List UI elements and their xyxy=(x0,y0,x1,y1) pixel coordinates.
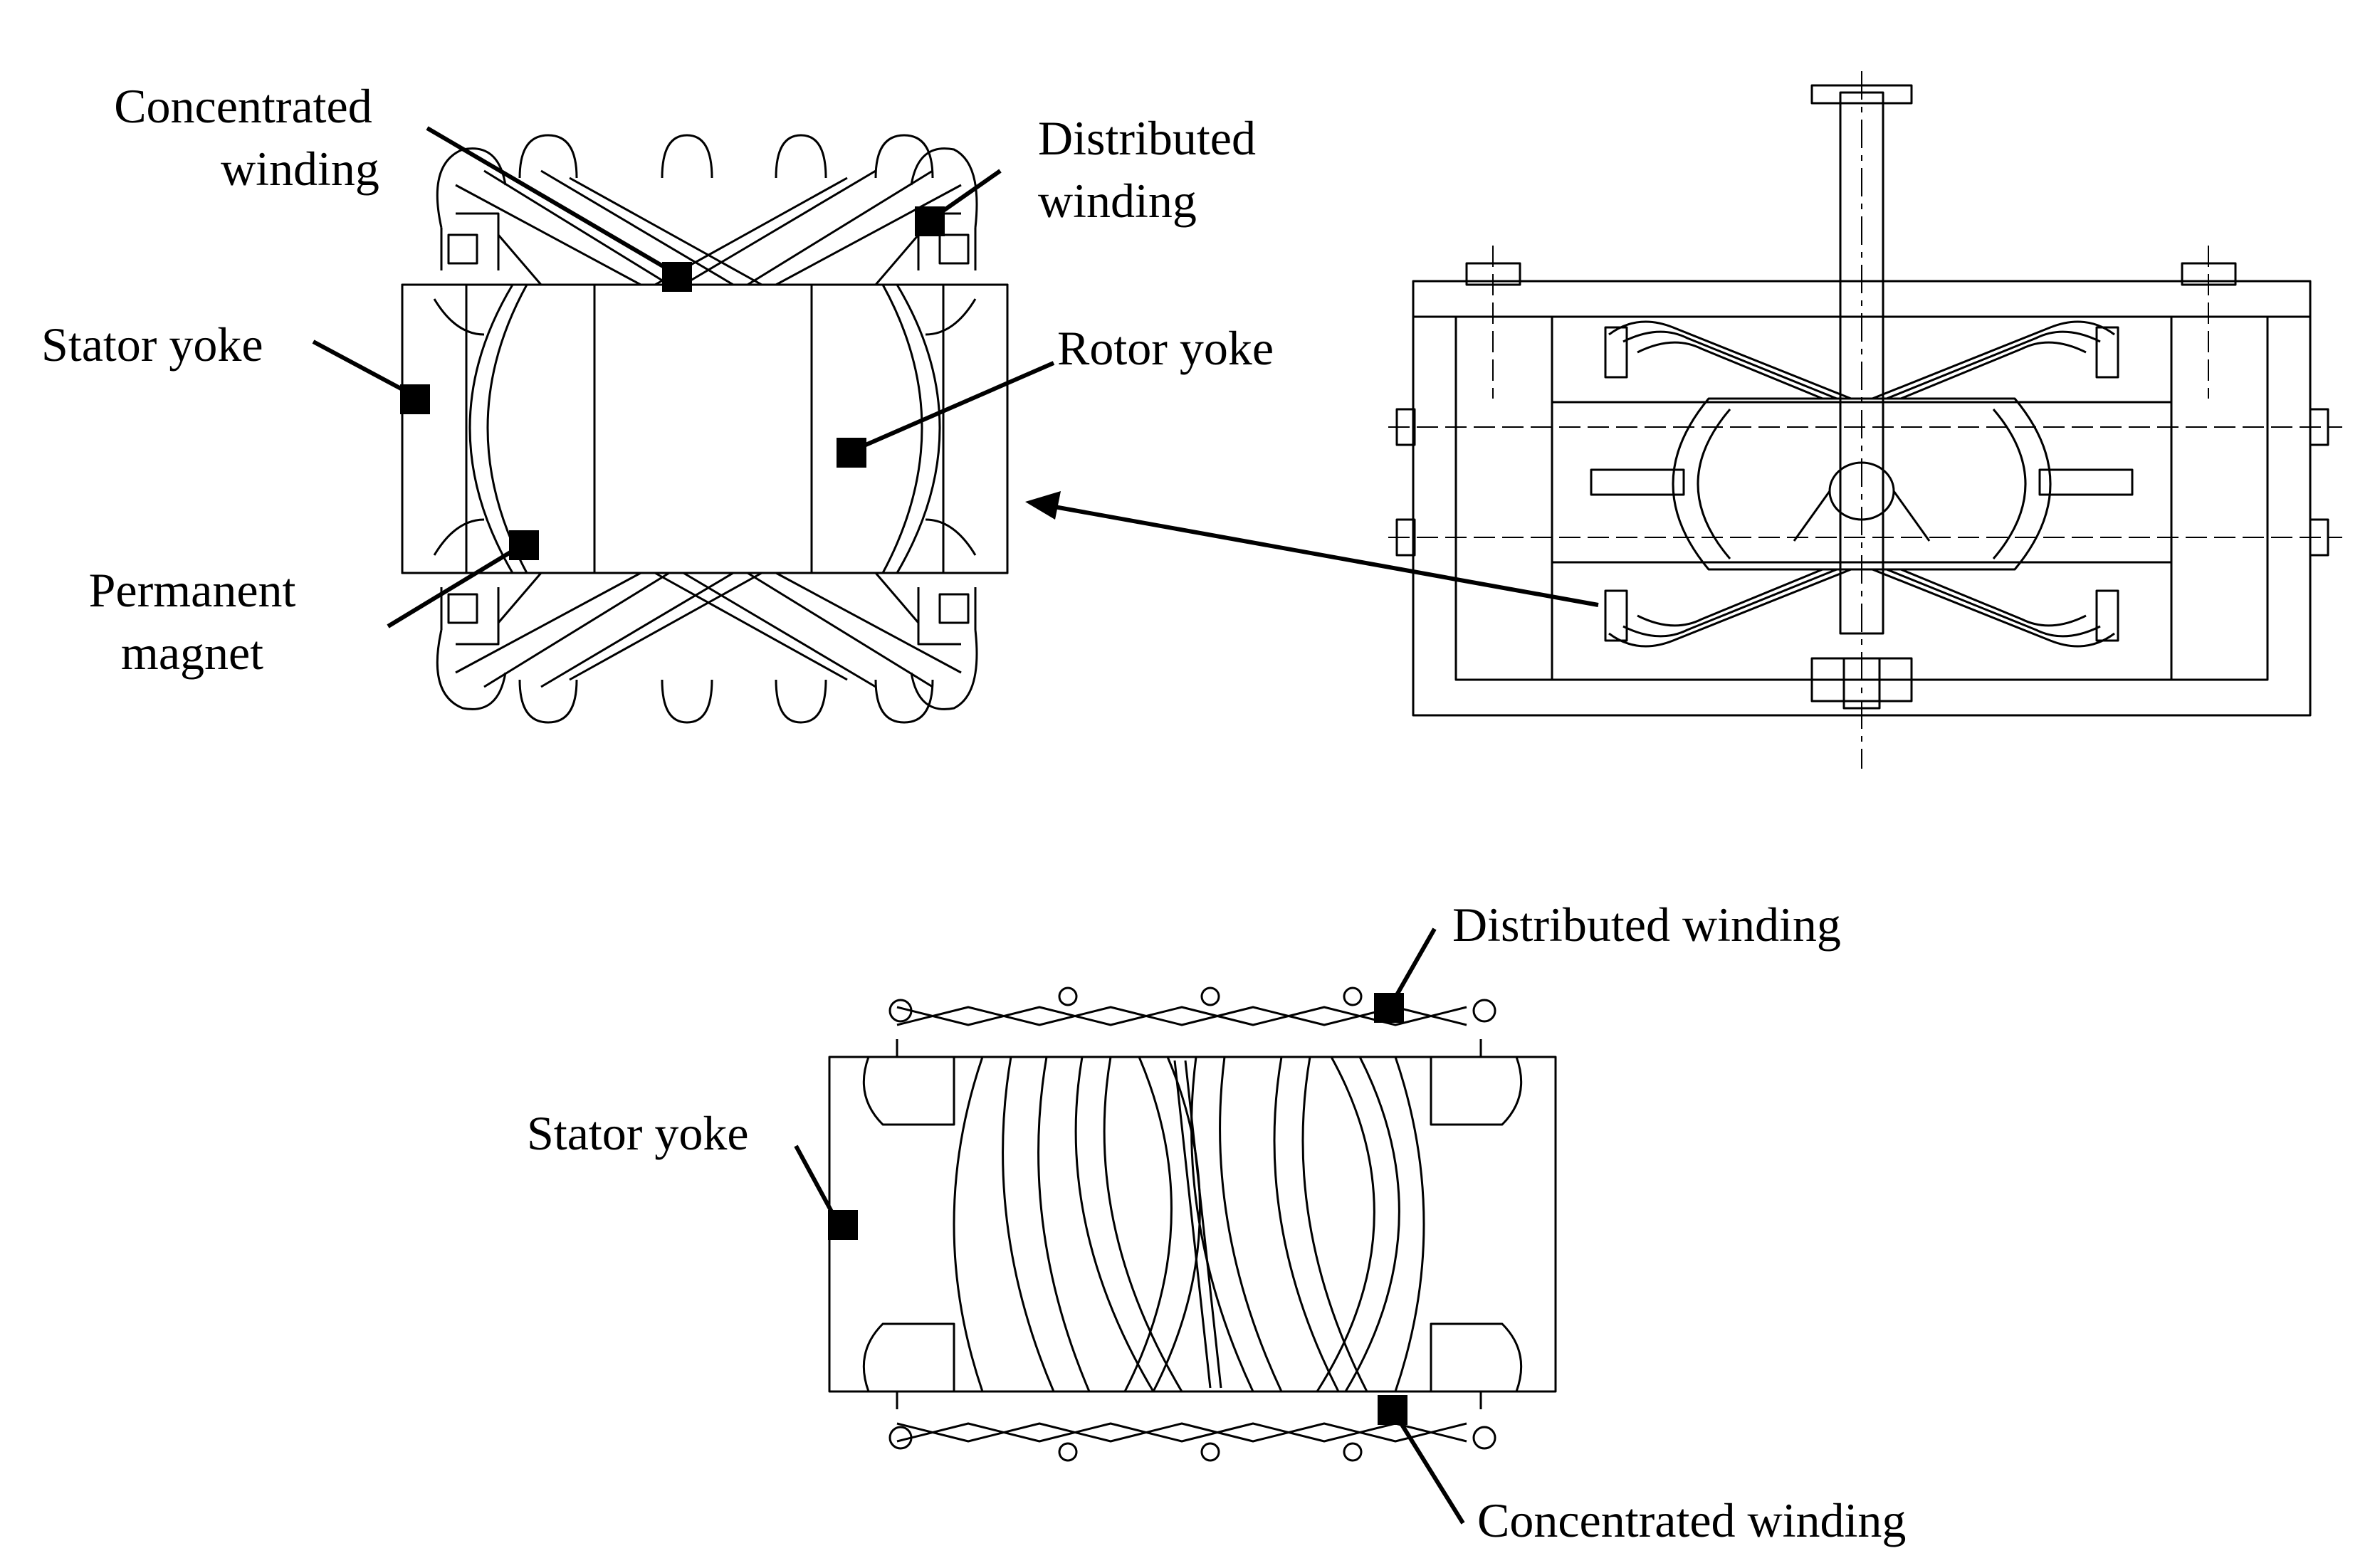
marker-distributed-winding xyxy=(915,206,945,236)
label-distributed-winding-line1: Distributed xyxy=(1038,111,1256,165)
skewed-winding-bands xyxy=(1002,1056,1400,1392)
leader-bottom-concentrated-winding xyxy=(1397,1419,1465,1525)
label-stator-yoke-text: Stator yoke xyxy=(41,317,263,372)
bottom-bottom-lattice-a xyxy=(896,1422,1467,1443)
leader-rotor-yoke xyxy=(853,361,1055,452)
label-bottom-concentrated-winding: Concentrated winding xyxy=(1477,1489,1906,1552)
marker-concentrated-winding xyxy=(662,262,692,292)
bottom-leaders xyxy=(794,927,1465,1525)
marker-rotor-yoke xyxy=(837,438,866,468)
rotor-right-arc xyxy=(896,284,941,574)
label-permanent-magnet: Permanent magnet xyxy=(68,559,317,684)
marker-bottom-distributed-winding xyxy=(1374,993,1404,1023)
marker-bottom-concentrated-winding xyxy=(1378,1395,1407,1425)
label-rotor-yoke: Rotor yoke xyxy=(1057,317,1274,379)
top-winding-lattice xyxy=(436,134,978,286)
assembly-arrow xyxy=(1025,491,1599,607)
label-rotor-yoke-text: Rotor yoke xyxy=(1057,321,1274,375)
marker-stator-yoke xyxy=(400,384,430,414)
label-concentrated-winding-line1: Concentrated xyxy=(114,79,372,133)
marker-permanent-magnet xyxy=(509,530,539,560)
label-concentrated-winding-line2: winding xyxy=(221,142,379,196)
motor-side-view xyxy=(828,986,1557,1462)
label-bottom-concentrated-winding-text: Concentrated winding xyxy=(1477,1493,1907,1547)
bottom-winding-lattice xyxy=(436,572,978,724)
bottom-top-lattice-b xyxy=(896,1006,1467,1026)
label-bottom-stator-yoke: Stator yoke xyxy=(527,1102,749,1164)
label-bottom-distributed-winding-text: Distributed winding xyxy=(1452,898,1841,952)
label-concentrated-winding: Concentrated winding xyxy=(107,75,379,200)
label-permanent-magnet-line2: magnet xyxy=(120,626,264,680)
left-flange xyxy=(401,283,468,574)
rotor-left-arc xyxy=(468,284,514,574)
right-flange xyxy=(942,283,1009,574)
rotor-sphere xyxy=(1672,397,2052,571)
bottom-markers xyxy=(828,993,1407,1425)
leader-stator-yoke xyxy=(312,340,414,397)
label-bottom-stator-yoke-text: Stator yoke xyxy=(527,1106,749,1160)
stator-yoke-body xyxy=(401,283,1009,574)
bottom-top-lattice-a xyxy=(896,1006,1467,1026)
label-bottom-distributed-winding: Distributed winding xyxy=(1452,893,1841,956)
leader-concentrated-winding xyxy=(426,126,678,276)
housing-cross-section xyxy=(1388,71,2342,769)
leader-bottom-distributed-winding xyxy=(1390,927,1437,1005)
marker-bottom-stator-yoke xyxy=(828,1210,858,1240)
label-distributed-winding: Distributed winding xyxy=(1038,107,1256,232)
leader-bottom-stator-yoke xyxy=(794,1145,839,1222)
label-stator-yoke: Stator yoke xyxy=(41,313,263,376)
motor-assembly-top-view xyxy=(401,134,1009,724)
bottom-bottom-lattice-b xyxy=(896,1422,1467,1443)
coil-bundles xyxy=(1604,320,2119,648)
top-left-markers xyxy=(400,206,945,560)
leader-permanent-magnet xyxy=(387,542,525,628)
label-distributed-winding-line2: winding xyxy=(1038,174,1197,228)
label-permanent-magnet-line1: Permanent xyxy=(88,563,296,617)
